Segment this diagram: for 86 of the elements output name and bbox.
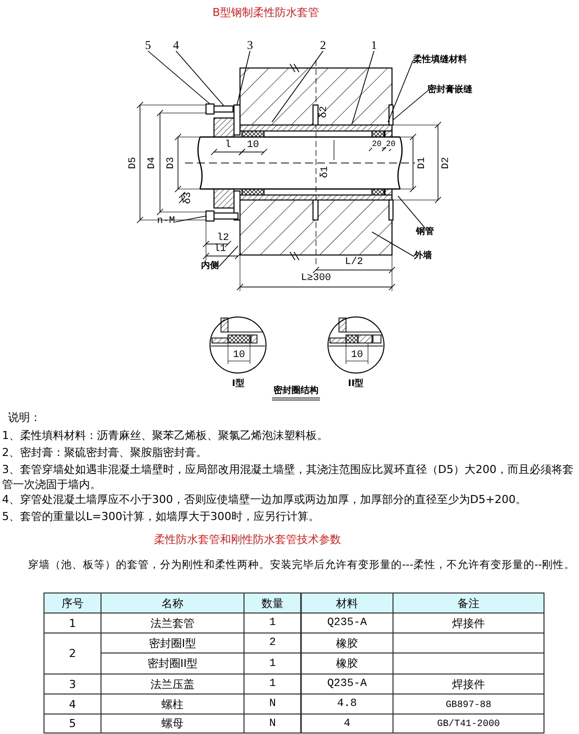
table-cell-text: 4.8 [336,697,358,712]
leader-line [236,50,250,106]
table-cell-text: 1 [268,656,277,672]
dimension-label: D2 [442,157,452,169]
leader-line [272,50,324,122]
table-cell-text: GB897-88 [444,698,492,712]
table-cell-text: 橡胶 [335,636,359,652]
callout-label: 5 [145,39,151,51]
dimension-label: D5 [129,157,139,169]
callout-label: 3 [247,39,253,51]
dimension-label: l [225,141,232,151]
stud-drawing [214,106,234,112]
table-cell-text: N [268,697,277,712]
table-cell-text: 橡胶 [335,656,359,673]
nut-drawing [206,104,214,114]
header-cell-text: 名称 [160,596,184,612]
table-cell-text: 密封圈II型 [146,656,199,672]
table-cell-text: 2 [68,646,77,662]
callout-label: 2 [320,39,326,51]
table-cell-text: 螺柱 [160,696,184,712]
dimension-label: 10 [351,351,364,361]
callout-label: 密封膏嵌缝 [428,86,472,94]
nut-drawing [206,210,214,222]
leader-line [148,50,210,104]
table-cell-text: 密封圈I型 [148,636,198,652]
note-text: 2、密封膏：聚硫密封膏、聚胺脂密封膏。 [2,445,208,460]
dimension-label: l2 [217,234,230,244]
leader-line [352,50,374,124]
section-heading: 柔性防水套管和刚性防水套管技术参数 [154,534,341,545]
table-cell-text: 2 [268,636,277,651]
table-cell-text: Q235-A [326,616,368,631]
leader-line [398,196,426,228]
leader-line [392,90,428,120]
table-cell-text: 螺母 [160,716,184,732]
table-cell-text: 4 [342,716,352,732]
table-cell-text: 3 [68,676,77,692]
detail-label: I型 [232,380,244,388]
dimension-label: δ1 [321,166,331,178]
flange-drawing [234,104,240,136]
leader-line [174,216,206,222]
dimension-label: D1 [418,157,428,169]
dimension-label: 20 [372,141,382,149]
dimension-label: 10 [247,141,260,151]
note-text: 1、柔性填料材料：沥青麻丝、聚苯乙烯板、聚氯乙烯泡沫塑料板。 [2,428,329,443]
detail-title: 密封圈结构 [274,386,318,396]
table-cell-text: N [268,716,277,732]
table-cell-text: 焊接件 [451,676,486,692]
table-cell-text: 4 [68,696,77,712]
note-text: 5、套管的重量以L=300计算，如墙厚大于300时，应另行计算。 [2,509,320,524]
note-text: 3、套管穿墙处如遇非混凝土墙壁时，应局部改用混凝土墙壁，其浇注范围应比翼环直径（D5）大200，而且必须将套管一次浇固于墙内。 [2,462,574,492]
callout-label: 柔性填缝材料 [413,56,467,64]
callout-label: n-M [157,217,176,227]
header-cell-text: 数量 [260,597,284,612]
dimension-label: l1 [214,245,226,255]
callout-label: 4 [173,39,179,51]
table-cell-text: Q235-A [326,677,368,692]
leader-line [372,232,414,257]
callout-label: 内侧 [201,262,219,270]
dimension-label: D3 [167,157,177,169]
note-text: 4、穿管处混凝土墙厚应不小于300，否则应使墙壁一边加厚或两边加厚，加厚部分的直径至少为D5+200。 [2,492,528,507]
table-cell-text: 1 [268,616,277,631]
notes-heading: 说明： [8,410,42,425]
detail-label: II型 [348,380,364,388]
header-cell-text: 材料 [335,597,359,612]
callout-label: 钢管 [416,228,434,236]
callout-label: 1 [371,39,377,51]
intro-text: 穿墙（池、板等）的套管，分为刚性和柔性两种。安装完毕后允许有变形量的---柔性，不允许有变形量的--刚性。 [28,560,575,570]
dimension-label: δ3 [184,192,194,204]
callout-label: 外墙 [414,252,432,260]
dimension-label: 10 [233,351,246,361]
table-cell-text: 5 [68,716,77,732]
table-cell-text: 焊接件 [451,616,486,632]
table-cell-text: 1 [68,616,77,632]
leader-line [388,60,414,122]
table-cell-text: 法兰套管 [150,616,196,632]
table-cell-text: GB/T41-2000 [436,717,501,731]
header-cell-text: 序号 [60,596,84,612]
table-cell-text: 1 [268,677,277,692]
table-cell-text: 法兰压盖 [150,676,196,692]
title: B型钢制柔性防水套管 [212,7,320,18]
leader-line [218,246,238,267]
dimension-label: D4 [148,157,158,169]
dimension-label: 20 [386,141,396,149]
leader-line [176,50,224,106]
header-cell-text: 备注 [456,596,480,612]
dimension-label: δ2 [320,106,330,118]
